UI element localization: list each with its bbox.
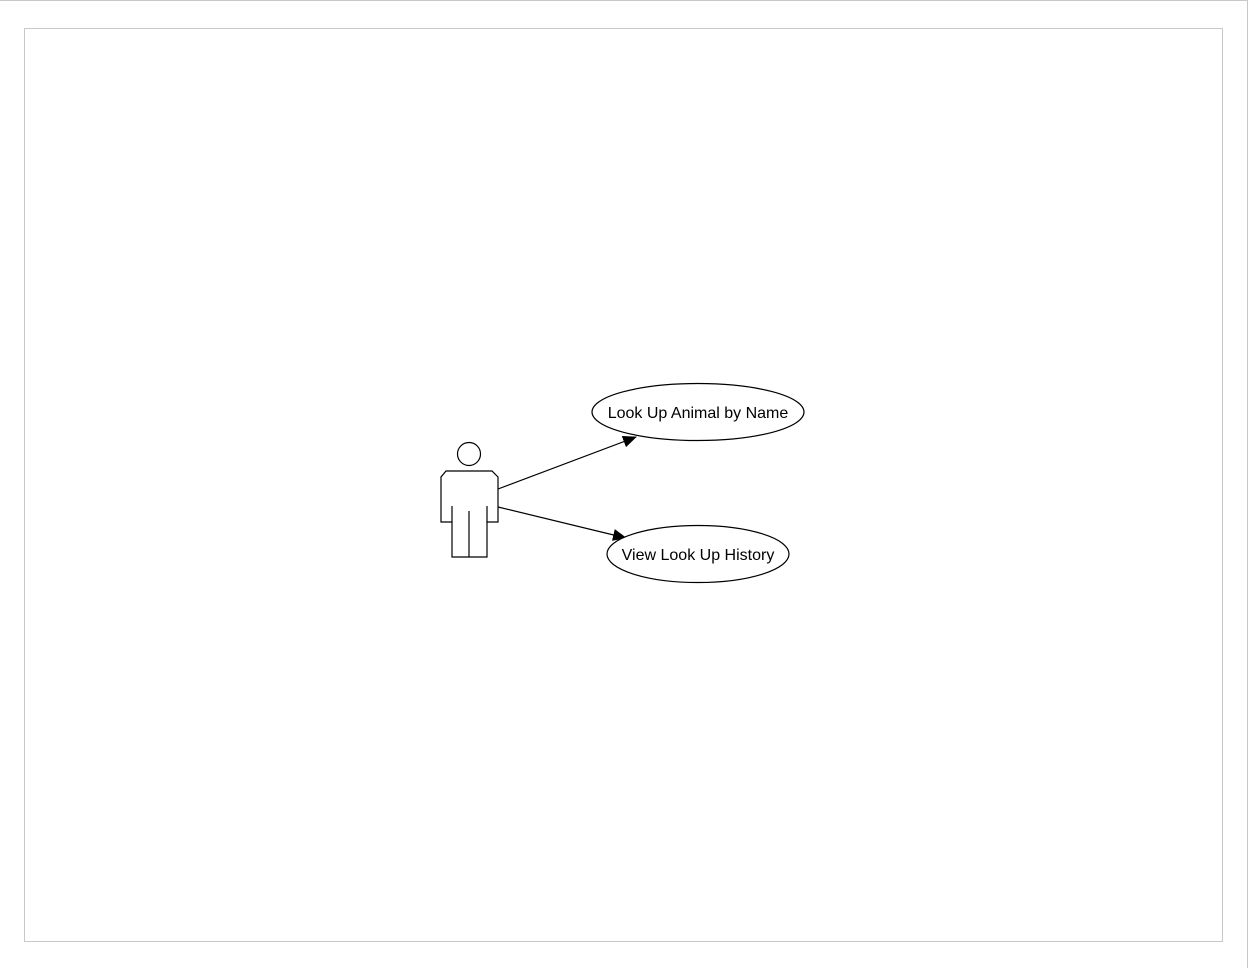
stick-figure-actor-icon	[440, 441, 499, 558]
use-case-ellipse	[591, 382, 805, 442]
use-case-look-up-animal[interactable]: Look Up Animal by Name	[591, 382, 805, 442]
use-case-label-view-history: View Look Up History	[622, 547, 775, 564]
association-arrow-view-history[interactable]	[497, 506, 627, 541]
use-case-view-history[interactable]: View Look Up History	[606, 524, 790, 584]
diagram-canvas-page	[24, 28, 1223, 942]
association-arrow-look-up-animal[interactable]	[497, 435, 637, 490]
use-case-ellipse	[606, 524, 790, 584]
use-case-label-look-up-animal: Look Up Animal by Name	[608, 405, 789, 422]
actor-figure[interactable]	[440, 441, 499, 558]
